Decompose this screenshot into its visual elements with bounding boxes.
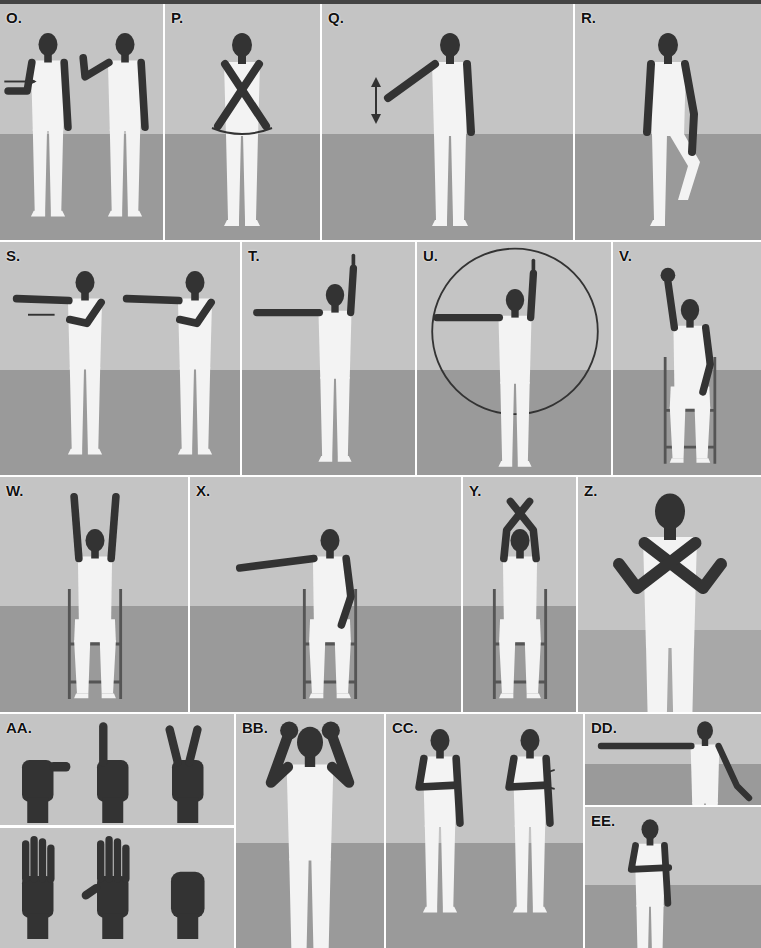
umpire-figure [69,497,120,699]
signal-panel: O. [0,4,163,240]
umpire-figure [494,502,545,700]
panel-letter: O. [6,9,22,26]
panel-letter: V. [619,247,632,264]
signal-panel: Q. [322,4,573,240]
panel-letter: Y. [469,482,482,499]
signal-panel: T. [242,242,415,475]
panel-letter: X. [196,482,210,499]
panel-letter: W. [6,482,24,499]
signal-panel: EE. [585,807,761,948]
umpire-figure [17,271,103,454]
umpire-figure [4,33,68,216]
panel-letter: EE. [591,812,615,829]
panel-letter: AA. [6,719,32,736]
panel-letter: Z. [584,482,597,499]
umpire-figure [419,729,460,912]
panel-letter: S. [6,247,20,264]
signal-panel: P. [165,4,320,240]
panel-letter: T. [248,247,260,264]
signal-panel: DD. [585,714,761,805]
umpire-figure [509,729,555,912]
panel-letter: Q. [328,9,344,26]
panel-letter: R. [581,9,596,26]
panel-letter: P. [171,9,183,26]
signal-panel: Z. [578,477,761,712]
umpire-figure [619,494,721,713]
panel-letter: DD. [591,719,617,736]
hand-signals [22,722,205,939]
umpire-figure [271,722,349,948]
panel-letter: BB. [242,719,268,736]
umpire-figure [432,249,598,467]
umpire-figure [83,33,145,216]
umpire-figure [127,271,213,454]
signal-panel: R. [575,4,761,240]
signal-panel: U. [417,242,611,475]
umpire-figure [661,268,715,464]
panel-letter: U. [423,247,438,264]
umpire-figure [647,33,700,226]
umpire-figure [601,721,749,805]
panel-letter: CC. [392,719,418,736]
panel-grounds [0,4,761,948]
signal-panel: CC. [386,714,583,948]
signal-panel: S. [0,242,240,475]
signal-panel: AA. [0,714,234,948]
umpire-figure [376,33,471,226]
signal-panel: BB. [236,714,384,948]
umpire-figure [240,529,356,699]
umpire-figure [631,819,668,948]
signal-panel: Y. [463,477,576,712]
signal-panel: X. [190,477,461,712]
signal-panel: W. [0,477,188,712]
umpire-figure [212,33,272,226]
top-edge [0,0,761,4]
umpire-figure [257,256,354,462]
signal-panel: V. [613,242,761,475]
